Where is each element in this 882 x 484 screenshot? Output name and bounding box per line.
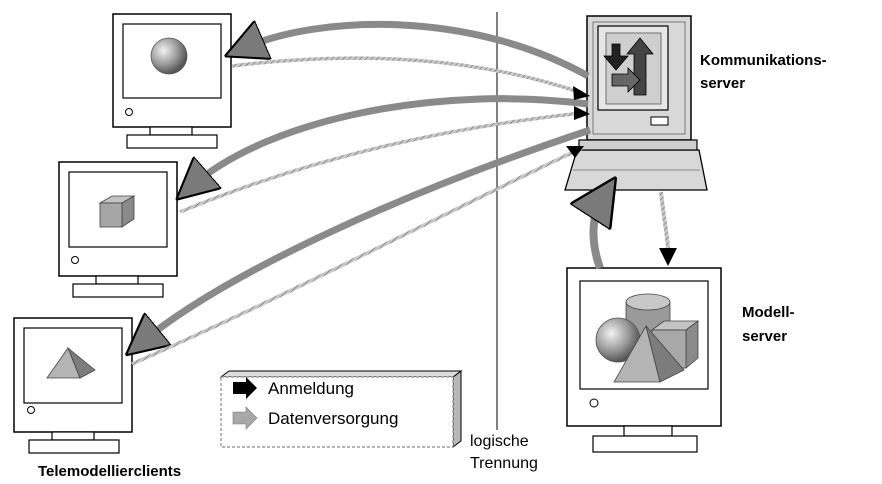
registration-arrow-3 xyxy=(142,126,592,342)
legend-label-registration: Anmeldung xyxy=(268,379,354,398)
data-supply-lines xyxy=(131,56,583,366)
model-server-label-1: Modell- xyxy=(742,304,795,321)
cube-icon xyxy=(98,195,136,228)
transfer-arrows-icon xyxy=(603,37,654,96)
model-server-label-2: server xyxy=(742,328,787,345)
registration-arrow-2 xyxy=(192,95,589,186)
communication-server xyxy=(564,15,708,191)
registration-arrows xyxy=(142,24,592,342)
model-server xyxy=(566,267,722,453)
client-monitor-1 xyxy=(112,13,232,149)
comm-server-label-2: server xyxy=(700,75,745,92)
data-line-heads xyxy=(566,86,590,158)
client-monitor-2 xyxy=(58,161,178,298)
data-line-3 xyxy=(131,146,583,366)
model-objects-icon xyxy=(595,293,700,383)
comm-to-model-arrow xyxy=(659,191,677,266)
registration-arrow-1 xyxy=(244,24,590,80)
separation-label-2: Trennung xyxy=(470,455,538,472)
model-to-comm-arrow xyxy=(594,197,603,270)
client-monitor-3 xyxy=(13,317,133,454)
legend: Anmeldung Datenversorgung xyxy=(219,370,463,448)
gray-arrow-icon xyxy=(232,406,258,430)
comm-server-label-1: Kommunikations- xyxy=(700,52,827,69)
data-line-1 xyxy=(231,56,583,95)
black-arrow-icon xyxy=(233,377,257,399)
legend-label-data: Datenversorgung xyxy=(268,409,398,428)
separation-label-1: logische xyxy=(470,433,529,450)
clients-label: Telemodellierclients xyxy=(38,463,181,480)
sphere-icon xyxy=(150,37,188,75)
pyramid-icon xyxy=(46,346,96,379)
data-line-2 xyxy=(179,111,583,214)
